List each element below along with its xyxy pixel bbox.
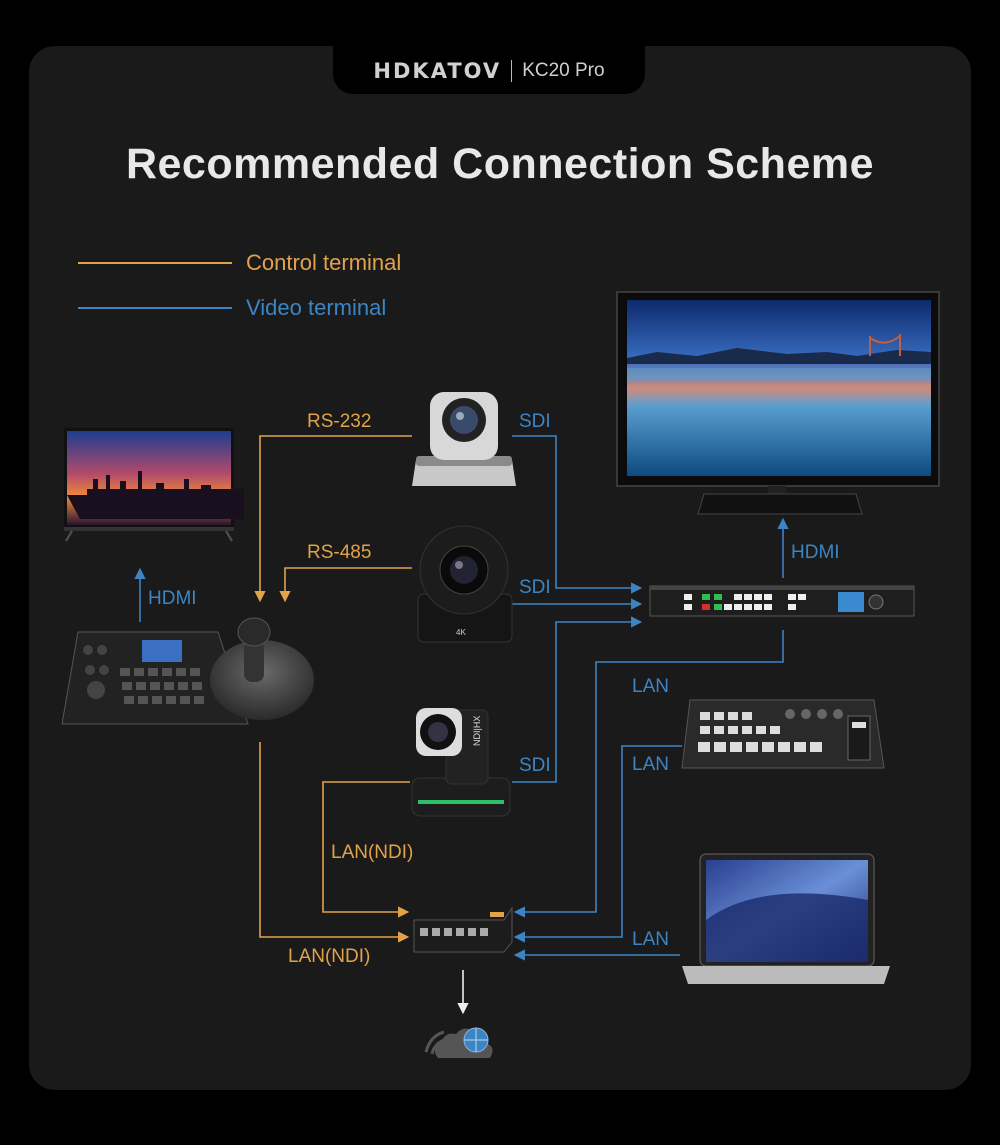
video-switcher <box>649 585 915 617</box>
header-tab <box>333 46 645 94</box>
hdmi-right-label: HDMI <box>791 542 840 563</box>
controller-lan-line <box>259 742 410 943</box>
ndi-camera: NDI|HX <box>411 708 511 817</box>
page-title: Recommended Connection Scheme <box>125 140 875 188</box>
legend-label-video: Video terminal <box>246 295 387 320</box>
rs485-line <box>279 567 412 603</box>
ptz-camera-black: 4K <box>417 525 513 643</box>
switcher-lan-label: LAN <box>632 676 669 697</box>
rs232-line <box>254 435 412 603</box>
left-monitor <box>64 428 244 542</box>
panel-lan-label: LAN <box>632 754 669 775</box>
sdi-top-line <box>512 435 643 594</box>
network-switch <box>413 906 513 953</box>
sdi-mid-label: SDI <box>519 577 551 598</box>
panel-lan-line <box>513 745 682 943</box>
legend-line-control <box>78 262 232 264</box>
legend-line-video <box>78 307 232 309</box>
rs232-label: RS-232 <box>307 411 372 432</box>
legend-label-control: Control terminal <box>246 250 402 275</box>
model-name: KC20 Pro <box>522 60 605 81</box>
sdi-top-label: SDI <box>519 411 551 432</box>
controller-lan-ndi-label: LAN(NDI) <box>288 946 371 967</box>
laptop-lan-label: LAN <box>632 929 669 950</box>
sdi-bottom-label: SDI <box>519 755 551 776</box>
ptz-camera-silver <box>412 392 516 486</box>
brand-logo: HDKATOV <box>373 59 502 83</box>
right-monitor <box>616 291 940 515</box>
hdmi-left-label: HDMI <box>148 588 197 609</box>
rs485-label: RS-485 <box>307 542 372 563</box>
ptz-controller <box>61 617 314 725</box>
ndi-badge: NDI|HX <box>472 716 482 746</box>
sdi-bottom-line <box>512 616 643 783</box>
internet-cloud-icon <box>424 1027 493 1058</box>
laptop <box>682 853 890 984</box>
switcher-lan-line <box>513 630 784 918</box>
brand-header: HDKATOV KC20 Pro <box>333 56 645 86</box>
brand-separator <box>511 60 513 82</box>
control-panel <box>681 699 885 769</box>
camera-lan-ndi-label: LAN(NDI) <box>331 842 414 863</box>
camera-4k-badge: 4K <box>456 628 466 637</box>
ndi-camera-line <box>322 781 410 918</box>
